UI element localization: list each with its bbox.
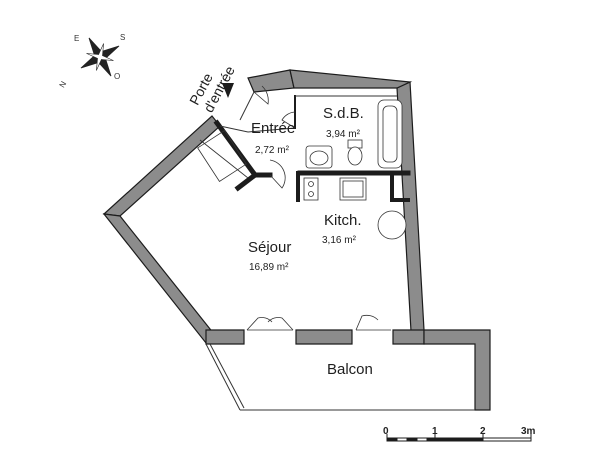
sink [339,177,367,201]
exterior-walls [102,69,491,411]
doors [246,85,391,331]
room-name-sejour: Séjour [248,239,292,256]
stove [303,177,319,201]
entry-arrow-icon [222,83,234,98]
bathroom-fixtures [305,99,403,169]
room-name-kitch: Kitch. [324,212,362,229]
bathtub [377,99,403,169]
scale-bar [386,434,532,442]
entry-door [253,85,269,105]
compass-letter-s: S [120,33,126,42]
compass-rose-icon [80,37,120,77]
room-name-entree: Entrée [251,120,296,137]
room-name-sdb: S.d.B. [323,105,364,122]
compass-letter-e: E [74,34,80,43]
sdb-door [281,111,296,129]
balcony-door-left [246,317,273,331]
entree-door [269,159,286,189]
scale-label-1: 1 [432,426,438,437]
round-table [377,210,407,240]
room-area-sdb: 3,94 m² [326,129,360,140]
room-area-sejour: 16,89 m² [249,262,289,273]
scale-label-2: 2 [480,426,486,437]
partitions [205,91,475,411]
room-area-entree: 2,72 m² [255,145,289,156]
room-name-balcon: Balcon [327,361,373,378]
scale-label-0: 0 [383,426,389,437]
room-area-kitch: 3,16 m² [322,235,356,246]
kitchen-fixtures [303,177,407,240]
entry-closet-wall [213,119,259,179]
scale-label-3m: 3m [521,426,536,437]
entry-closet [197,129,249,183]
balcony-door-right [355,314,379,331]
compass-letter-o: O [114,72,121,81]
